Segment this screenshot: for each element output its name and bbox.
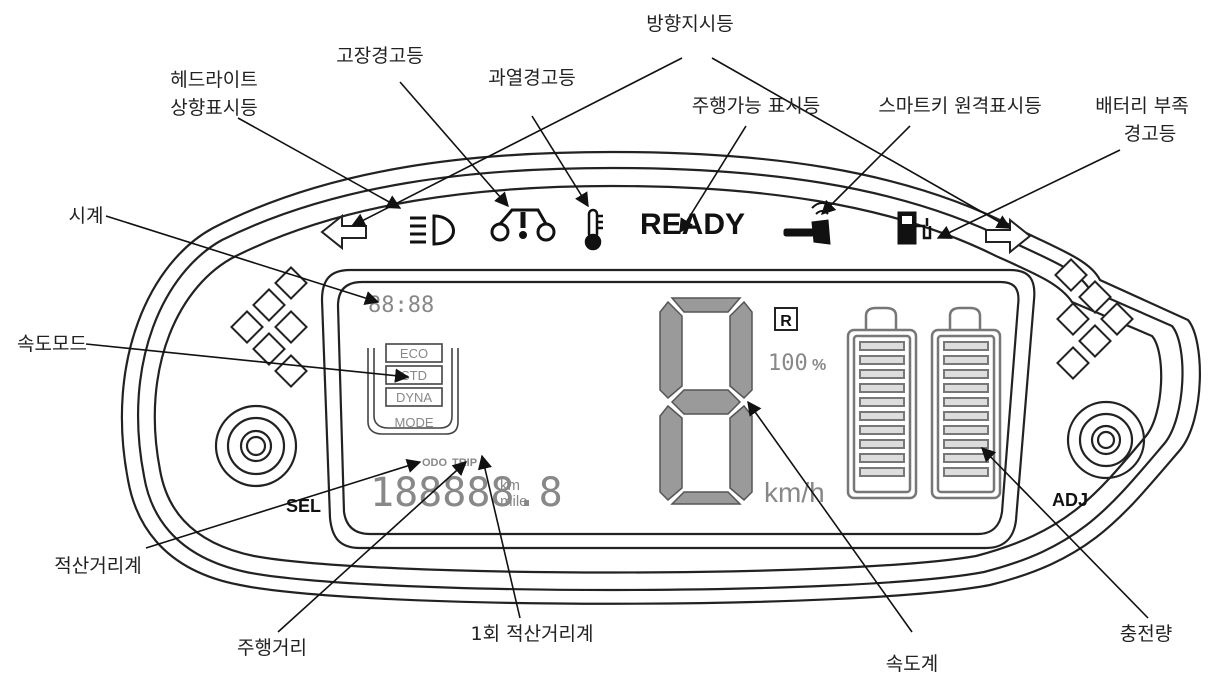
odo-label: ODO	[422, 457, 448, 469]
percent-sign: %	[812, 357, 826, 374]
sel-knob	[214, 404, 298, 488]
clock-display: 88:88	[368, 293, 434, 318]
mode-dyna: DYNA	[396, 390, 432, 405]
battery-charger-icon	[897, 211, 932, 245]
mode-eco: ECO	[400, 346, 428, 361]
callout-speed-mode: 속도모드	[17, 333, 87, 355]
diamond-cluster-icon	[230, 266, 308, 388]
unit-mile: mile	[500, 493, 528, 510]
callout-overheat-warning: 과열경고등	[488, 67, 575, 89]
callout-ready-indicator: 주행가능 표시등	[692, 95, 820, 117]
fault-warning-icon	[490, 208, 556, 242]
callout-trip-distance: 주행거리	[237, 637, 307, 659]
smart-key-icon	[783, 202, 833, 245]
diamond-cluster-icon	[1054, 258, 1134, 380]
mode-label: MODE	[395, 415, 434, 430]
callout-headlight-line2: 상향표시등	[170, 97, 257, 119]
callout-headlight-line1: 헤드라이트	[170, 69, 257, 91]
callout-battery-line2: 경고등	[1124, 123, 1176, 145]
left-arrow-icon	[320, 213, 367, 251]
callout-battery-line1: 배터리 부족	[1095, 95, 1188, 117]
lcd-window	[320, 268, 1036, 550]
adj-knob	[1066, 400, 1146, 480]
callout-turn-signal: 방향지시등	[646, 13, 733, 35]
battery-gauge-right	[930, 306, 1002, 500]
callout-charge-level: 충전량	[1120, 623, 1172, 645]
battery-gauge-left	[846, 306, 918, 500]
callout-trip-odometer: 1회 적산거리계	[470, 623, 593, 645]
odo-digits: 188888.8	[370, 470, 563, 516]
callout-odometer: 적산거리계	[54, 555, 141, 577]
dashboard-housing	[120, 150, 1201, 605]
callout-speedometer: 속도계	[886, 653, 938, 675]
charge-bars-left	[859, 341, 905, 477]
leader-lines	[85, 57, 1149, 633]
charge-bars-right	[943, 341, 989, 477]
mode-std: STD	[401, 368, 427, 383]
callout-smart-key: 스마트키 원격표시등	[878, 95, 1041, 117]
speed-digit	[659, 297, 753, 505]
callout-clock: 시계	[69, 205, 104, 227]
speed-unit: km/h	[764, 477, 825, 508]
reverse-box	[774, 307, 798, 331]
thermometer-icon	[584, 208, 603, 251]
reverse-label: R	[780, 313, 792, 330]
unit-km: km	[500, 477, 520, 494]
callout-fault-warning: 고장경고등	[336, 45, 423, 67]
percent-value: 100	[768, 351, 808, 376]
adj-label: ADJ	[1052, 490, 1088, 510]
headlight-high-beam-icon	[410, 214, 455, 246]
